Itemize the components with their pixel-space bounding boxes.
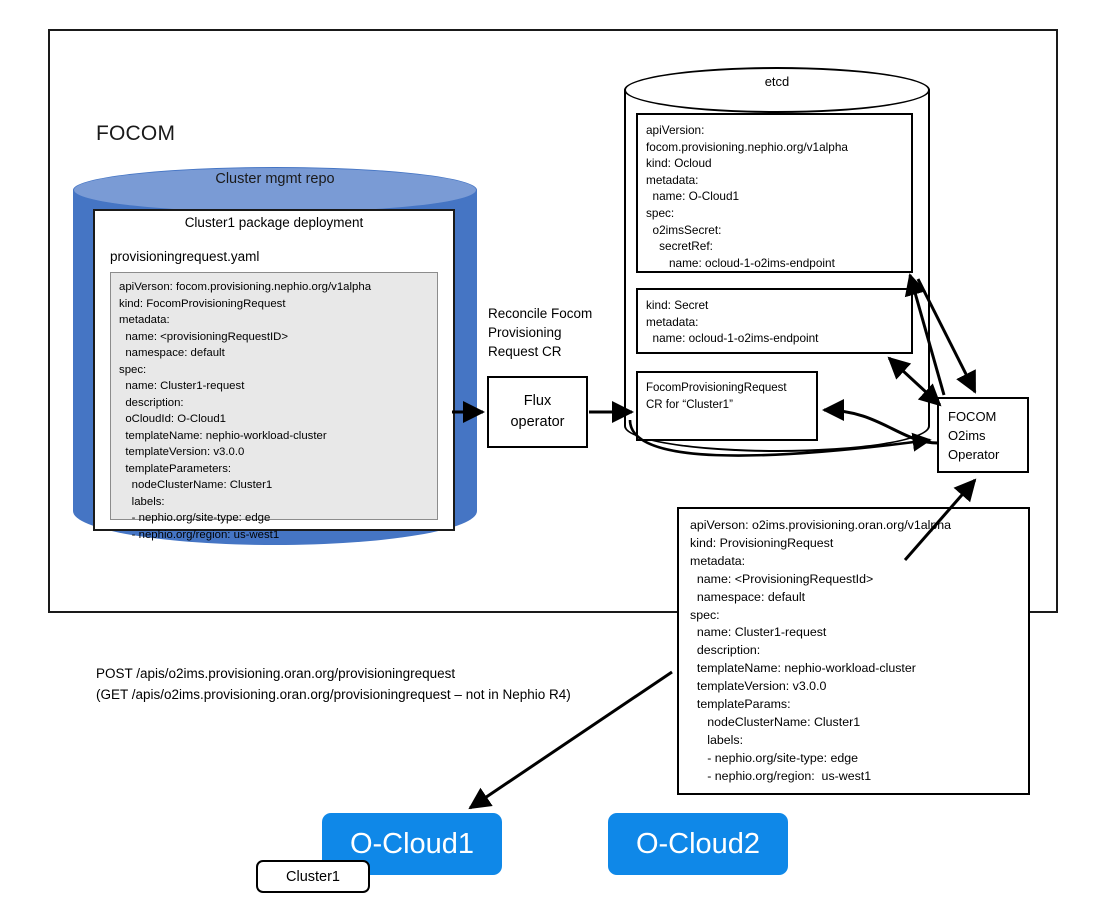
o2ims-api-note: POST /apis/o2ims.provisioning.oran.org/p… [96,666,571,702]
cluster-mgmt-repo-label: Cluster mgmt repo [215,171,335,187]
focom-o2ims-operator-box: FOCOM O2ims Operator [937,397,1029,473]
flux-operator-line1: Flux [523,393,552,409]
etcd-ocloud-cr-box: apiVersion: focom.provisioning.nephio.or… [636,113,913,273]
provisioningrequest-yaml-filename: provisioningrequest.yaml [110,249,260,264]
provisioning-request-yaml-box: apiVerson: o2ims.provisioning.oran.org/v… [677,507,1030,795]
ocloud1-label: O-Cloud1 [349,827,475,860]
ocloud2-label: O-Cloud2 [635,827,761,860]
focom-boundary-frame [48,29,1058,613]
etcd-cylinder-top [624,67,930,113]
ocloud2-box: O-Cloud2 [608,813,788,875]
cluster1-chip-label: Cluster1 [286,868,340,885]
etcd-secret-cr-box: kind: Secret metadata: name: ocloud-1-o2… [636,288,913,354]
etcd-focom-provisioning-request-cr-box: FocomProvisioningRequest CR for “Cluster… [636,371,818,441]
cluster1-chip: Cluster1 [256,860,370,893]
flux-operator-box: Flux operator [487,376,588,448]
reconcile-focom-provisioning-request-label: Reconcile Focom Provisioning Request CR [488,306,593,359]
cluster-mgmt-repo-cylinder-top [73,167,477,213]
etcd-label: etcd [764,74,790,89]
flux-operator-line2: operator [510,414,565,430]
ocloud1-box: O-Cloud1 [322,813,502,875]
focom-title: FOCOM [96,122,176,145]
cluster1-package-deployment-title: Cluster1 package deployment [184,215,364,230]
focom-provisioning-request-yaml: apiVerson: focom.provisioning.nephio.org… [110,272,438,541]
